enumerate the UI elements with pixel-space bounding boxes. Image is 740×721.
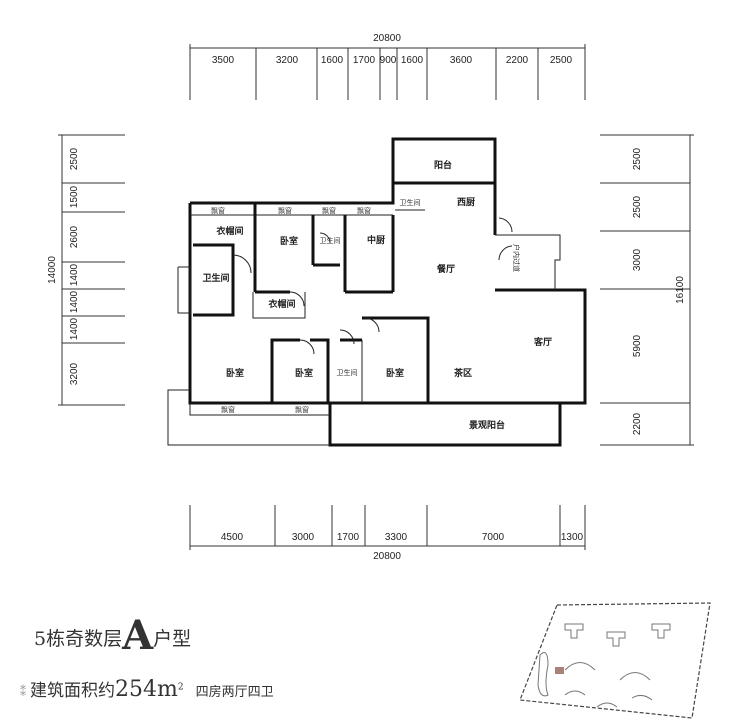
room-bedroom: 卧室 — [295, 367, 313, 379]
top-dimension: 20800 3500 3200 1600 1700 900 1600 3600 … — [189, 33, 586, 100]
left-dimension: 14000 2500 1500 2600 1400 1400 1400 3200 — [47, 134, 125, 406]
dim-label: 2500 — [550, 55, 573, 66]
dim-label: 2500 — [69, 147, 80, 170]
dim-label: 1700 — [337, 532, 360, 543]
area-value: 254m — [115, 677, 178, 702]
dim-label: 7000 — [482, 532, 505, 543]
bay-window: 飘窗 — [322, 206, 336, 215]
dim-label: 1400 — [69, 263, 80, 286]
room-dining: 餐厅 — [436, 263, 455, 275]
dim-label: 1300 — [561, 532, 584, 543]
bay-window: 飘窗 — [295, 405, 309, 414]
room-chinese-kitchen: 中厨 — [367, 234, 385, 246]
dim-label: 2500 — [632, 147, 643, 170]
dim-label: 1400 — [69, 290, 80, 313]
dim-label: 1500 — [69, 185, 80, 208]
title-prefix: 5栋奇数层 — [34, 628, 123, 650]
dim-label: 3600 — [450, 55, 473, 66]
dim-label: 3200 — [276, 55, 299, 66]
dim-label: 3000 — [292, 532, 315, 543]
right-total: 16100 — [675, 276, 686, 304]
bottom-dimension: 4500 3000 1700 3300 7000 1300 20800 — [189, 505, 586, 562]
dim-label: 1700 — [353, 55, 376, 66]
room-view-balcony: 景观阳台 — [469, 419, 505, 431]
bottom-total: 20800 — [373, 551, 401, 562]
balcony-wall — [391, 137, 497, 185]
bay-window: 飘窗 — [211, 206, 225, 215]
dim-label: 3000 — [632, 248, 643, 271]
dim-label: 2500 — [632, 195, 643, 218]
dim-label: 3200 — [69, 362, 80, 385]
dim-label: 4500 — [221, 532, 244, 543]
site-plan-thumbnail — [519, 602, 711, 719]
dim-label: 1600 — [321, 55, 344, 66]
dim-label: 3300 — [385, 532, 408, 543]
bay-window: 飘窗 — [278, 206, 292, 215]
walls — [167, 137, 587, 447]
unit-subtitle: ⁑ 建筑面积约254m2 四房两厅四卫 — [20, 676, 274, 702]
dim-label: 1600 — [401, 55, 424, 66]
room-living: 客厅 — [533, 336, 552, 348]
room-bath: 卫生间 — [320, 236, 341, 245]
top-total: 20800 — [373, 33, 401, 44]
right-dimension: 16100 2500 2500 3000 5900 2200 — [600, 134, 694, 446]
bullet-icon: ⁑ — [20, 685, 26, 699]
title-letter: A — [122, 612, 154, 659]
room-western-kitchen: 西厨 — [457, 197, 475, 208]
room-labels: 阳台 西厨 卫生间 飘窗 飘窗 飘窗 飘窗 衣帽间 卧室 卫生间 中厨 卫生间 … — [202, 159, 552, 431]
dim-label: 2200 — [506, 55, 529, 66]
room-bath: 卫生间 — [337, 368, 358, 377]
room-walk-in-closet: 衣帽间 — [216, 225, 243, 237]
room-bath-left: 卫生间 — [202, 272, 229, 284]
area-exponent: 2 — [177, 682, 184, 693]
dim-label: 900 — [380, 55, 397, 66]
dim-label: 3500 — [212, 55, 235, 66]
left-total: 14000 — [47, 256, 58, 284]
room-tea-area: 茶区 — [453, 367, 472, 379]
room-bedroom: 卧室 — [226, 367, 244, 379]
room-walk-in-closet: 衣帽间 — [268, 298, 295, 310]
room-entry-hall: 户内过道 — [512, 244, 521, 272]
dim-label: 2200 — [632, 412, 643, 435]
dim-label: 5900 — [632, 334, 643, 357]
room-bedroom: 卧室 — [280, 235, 298, 247]
room-balcony: 阳台 — [434, 159, 452, 171]
title-suffix: 户型 — [153, 628, 192, 650]
layout-text: 四房两厅四卫 — [195, 685, 274, 700]
current-building-marker — [555, 667, 564, 674]
unit-title: 5栋奇数层A户型 — [34, 612, 191, 659]
room-bedroom: 卧室 — [386, 367, 404, 379]
bay-window: 飘窗 — [221, 405, 235, 414]
dim-label: 1400 — [69, 317, 80, 340]
room-bath-top: 卫生间 — [400, 198, 421, 207]
bay-window: 飘窗 — [357, 206, 371, 215]
dim-label: 2600 — [69, 225, 80, 248]
area-label: 建筑面积约 — [30, 681, 115, 701]
